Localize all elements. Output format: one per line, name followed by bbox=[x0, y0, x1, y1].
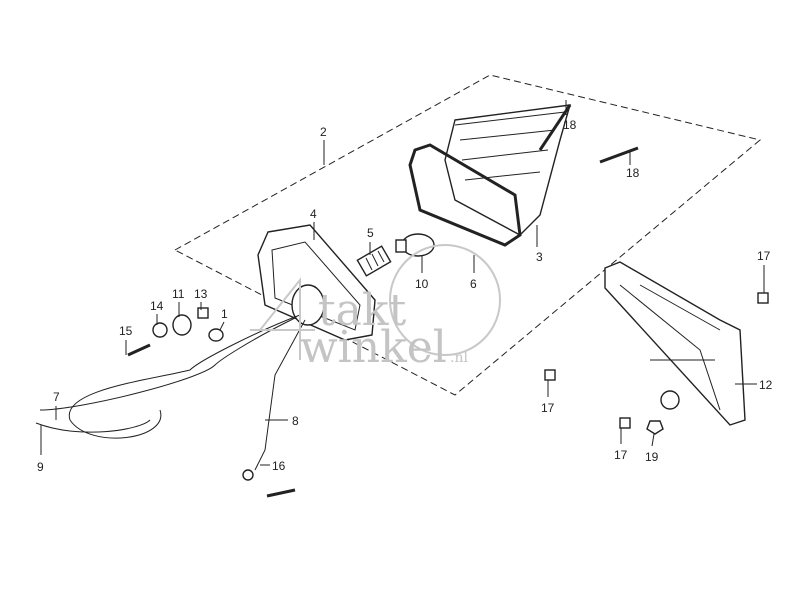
ground-terminal bbox=[242, 469, 254, 481]
ground-wire bbox=[254, 319, 306, 471]
label-13: 13 bbox=[194, 287, 208, 301]
label-8: 8 bbox=[292, 414, 299, 428]
label-17a: 17 bbox=[757, 249, 771, 263]
label-10: 10 bbox=[415, 277, 429, 291]
lens-screw-a bbox=[538, 104, 572, 151]
label-5: 5 bbox=[367, 226, 374, 240]
bulb bbox=[395, 233, 435, 257]
bulb-socket bbox=[356, 245, 392, 277]
label-17b: 17 bbox=[541, 401, 555, 415]
collar bbox=[197, 307, 209, 319]
label-11: 11 bbox=[172, 287, 185, 301]
label-6: 6 bbox=[470, 277, 477, 291]
label-18a: 18 bbox=[563, 118, 577, 132]
nut-17a bbox=[757, 292, 769, 304]
wire-harness bbox=[35, 314, 301, 439]
part-number-labels: 2 18 18 4 5 3 10 6 17 14 11 13 1 15 12 1… bbox=[37, 118, 773, 474]
label-7: 7 bbox=[53, 390, 60, 404]
label-16: 16 bbox=[272, 459, 286, 473]
lens-gasket bbox=[408, 143, 522, 247]
grommet bbox=[172, 314, 192, 336]
leader-lines bbox=[40, 100, 765, 466]
label-4: 4 bbox=[310, 207, 317, 221]
label-18b: 18 bbox=[626, 166, 640, 180]
svg-text:.nl: .nl bbox=[450, 350, 468, 366]
rubber-cap bbox=[208, 328, 224, 342]
label-19: 19 bbox=[645, 450, 659, 464]
tail-lens bbox=[444, 104, 571, 236]
assembly-boundary bbox=[173, 74, 762, 396]
label-17c: 17 bbox=[614, 448, 628, 462]
label-14: 14 bbox=[150, 299, 164, 313]
bolt bbox=[127, 343, 151, 357]
label-3: 3 bbox=[536, 250, 543, 264]
label-9: 9 bbox=[37, 460, 44, 474]
lens-screw-b bbox=[599, 146, 639, 164]
nut-19 bbox=[646, 420, 664, 435]
label-1: 1 bbox=[221, 307, 228, 321]
label-12: 12 bbox=[759, 378, 773, 392]
lamp-housing bbox=[257, 224, 376, 341]
label-2: 2 bbox=[320, 125, 327, 139]
nut-17c bbox=[619, 417, 631, 429]
screw bbox=[266, 488, 296, 498]
label-15: 15 bbox=[119, 324, 133, 338]
washer bbox=[152, 322, 168, 338]
nut-17b bbox=[544, 369, 556, 381]
license-plate-bracket bbox=[604, 261, 746, 426]
